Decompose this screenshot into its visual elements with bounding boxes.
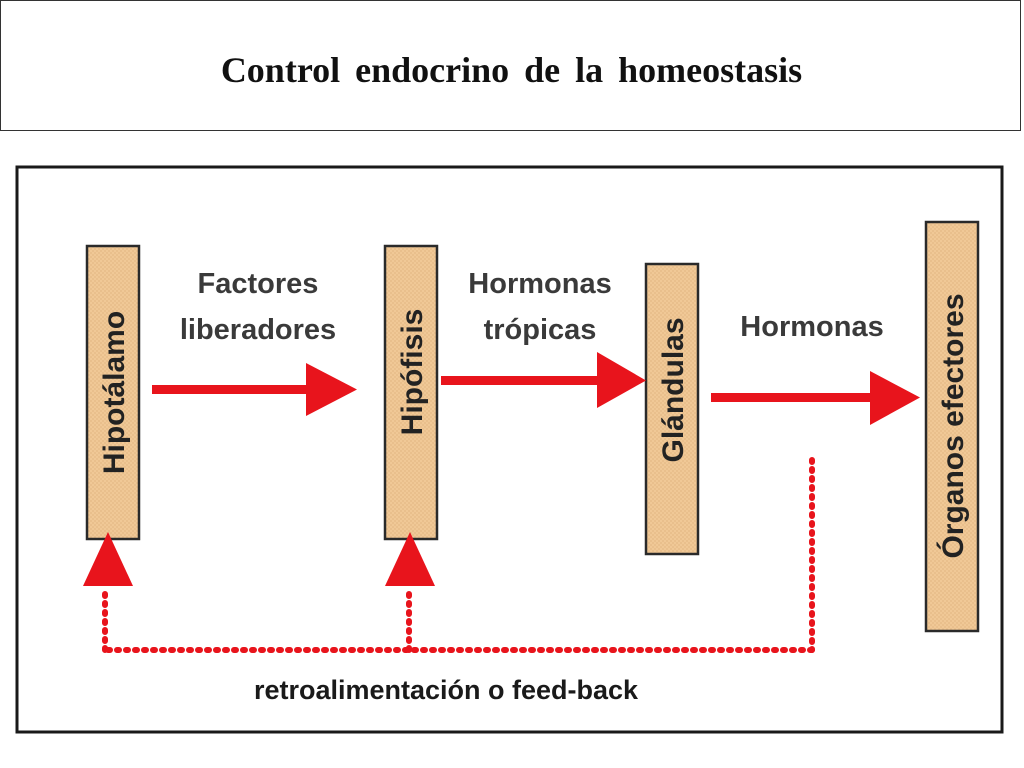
feedback-label: retroalimentación o feed-back — [254, 675, 639, 705]
feedback-path — [102, 457, 815, 653]
diagram-frame — [15, 165, 1004, 734]
box-label-glandulas: Glándulas — [657, 317, 690, 462]
arrow-hormonas-tropicas — [441, 352, 646, 408]
arrow-label-tropicas-2: trópicas — [484, 314, 597, 346]
page-title: Control endocrino de la homeostasis — [220, 50, 803, 90]
box-label-hipotalamo: Hipotálamo — [98, 311, 131, 474]
box-hipotalamo: Hipotálamo — [85, 244, 141, 541]
box-organos-efectores: Órganos efectores — [924, 220, 980, 633]
box-label-organos: Órganos efectores — [936, 293, 970, 558]
box-hipofisis: Hipófisis — [383, 244, 439, 541]
feedback-arrowhead-hipofisis — [385, 532, 435, 586]
arrow-label-factores-1: Factores — [198, 268, 319, 300]
arrow-label-factores-2: liberadores — [180, 314, 336, 346]
box-glandulas: Glándulas — [644, 262, 700, 556]
arrow-factores-liberadores — [152, 363, 357, 416]
diagram-area: Hipotálamo Hipófisis Glándulas Órganos e… — [0, 138, 1024, 768]
arrow-label-tropicas-1: Hormonas — [468, 268, 611, 300]
title-box: Control endocrino de la homeostasis — [0, 0, 1021, 131]
arrow-label-hormonas: Hormonas — [740, 311, 883, 343]
box-label-hipofisis: Hipófisis — [396, 309, 429, 436]
diagram-canvas: Hipotálamo Hipófisis Glándulas Órganos e… — [15, 165, 1004, 734]
feedback-arrowhead-hipotalamo — [83, 532, 133, 586]
arrow-hormonas — [711, 371, 920, 425]
